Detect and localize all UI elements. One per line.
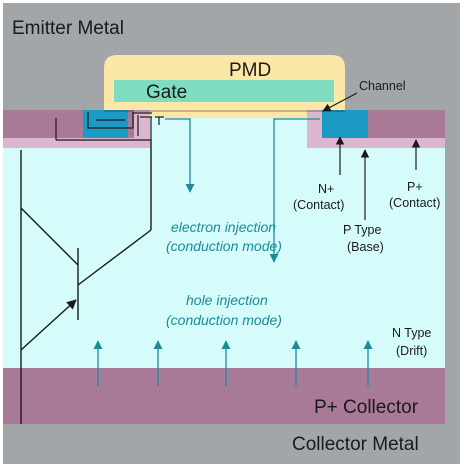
hole-injection-label-line1: hole injection: [186, 292, 268, 308]
channel-label: Channel: [359, 79, 406, 93]
right-metal-edge: [445, 3, 460, 464]
electron-injection-label-line1: electron injection: [171, 219, 276, 235]
electron-injection-label-line2: (conduction mode): [166, 238, 282, 254]
pmd-label: PMD: [229, 60, 271, 81]
hole-injection-label-line2: (conduction mode): [166, 312, 282, 328]
bjt-symbol: [20, 140, 152, 424]
p-plus-contact-label-line2: (Contact): [389, 196, 440, 210]
n-type-drift-label-line1: N Type: [392, 326, 431, 340]
n-drift-region: [3, 110, 445, 368]
n-plus-contact-label-line1: N+: [318, 182, 334, 196]
p-type-base-label-line1: P Type: [343, 223, 382, 237]
collector-metal-region: [3, 424, 460, 464]
emitter-metal-label: Emitter Metal: [12, 18, 124, 39]
label-pointer-arrows: [322, 92, 421, 220]
gate-electrode: [114, 80, 334, 102]
collector-metal-label: Collector Metal: [292, 434, 419, 455]
n-type-drift-label-line2: (Drift): [396, 344, 427, 358]
mosfet-symbol: [55, 112, 164, 141]
left-n-plus-region: [83, 110, 128, 138]
p-plus-contact-label-line1: P+: [407, 180, 423, 194]
n-plus-contact-label-line2: (Contact): [293, 198, 344, 212]
right-n-plus-region: [322, 110, 368, 138]
p-plus-collector-label: P+ Collector: [314, 397, 419, 418]
p-type-base-label-line2: (Base): [347, 240, 384, 254]
hole-injection-arrows: [93, 340, 373, 386]
gate-label: Gate: [146, 82, 187, 103]
electron-injection-arrows: [165, 118, 320, 263]
p-plus-collector-region: [3, 368, 445, 424]
